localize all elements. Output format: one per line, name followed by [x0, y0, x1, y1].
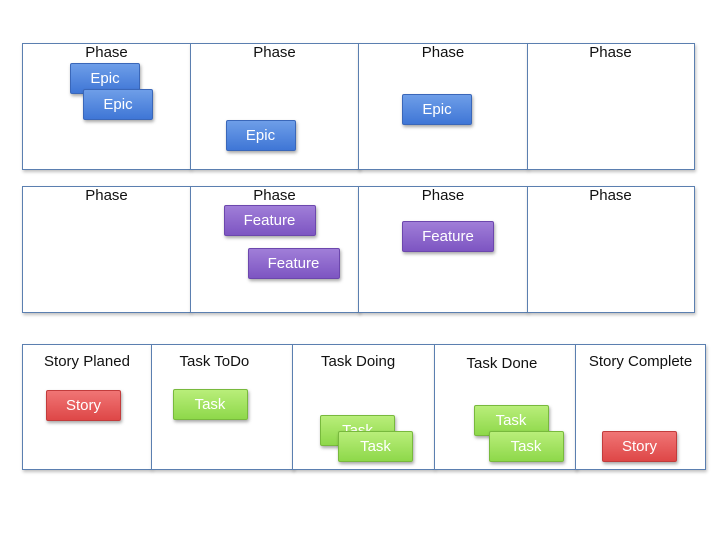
phase-column-2: Phase Epic [189, 43, 360, 170]
task-board-row: Story Planed Story Task ToDo Task Task D… [22, 344, 708, 470]
column-header: Task Doing [321, 353, 396, 370]
epic-card[interactable]: Epic [402, 94, 472, 125]
phase-header: Phase [85, 44, 128, 61]
phase-column-2: Phase Feature Feature [189, 186, 360, 313]
epic-card[interactable]: Epic [225, 120, 296, 151]
phase-column-4: Phase [526, 186, 695, 313]
phase-column-4: Phase [526, 43, 695, 170]
phase-header: Phase [589, 44, 632, 61]
phase-row-epics: Phase Epic Epic Phase Epic Phase Epic Ph… [22, 43, 696, 170]
task-card[interactable]: Task [338, 431, 413, 462]
phase-column-3: Phase Feature [358, 186, 528, 313]
phase-column-3: Phase Epic [358, 43, 528, 170]
epic-card[interactable]: Epic [83, 89, 153, 120]
task-card[interactable]: Task [172, 389, 248, 420]
phase-header: Phase [253, 187, 296, 204]
column-header: Task ToDo [179, 353, 250, 370]
column-header: Story Complete [588, 353, 693, 370]
epic-card[interactable]: Epic [70, 63, 140, 94]
phase-header: Phase [253, 44, 296, 61]
column-story-complete: Story Complete Story [575, 344, 706, 470]
phase-column-1: Phase [22, 186, 191, 313]
phase-column-1: Phase Epic Epic [22, 43, 191, 170]
story-card[interactable]: Story [602, 431, 677, 462]
phase-header: Phase [421, 44, 465, 61]
column-task-todo: Task ToDo Task [150, 344, 294, 470]
phase-header: Phase [85, 187, 128, 204]
story-card[interactable]: Story [46, 390, 121, 421]
feature-card[interactable]: Feature [247, 248, 340, 279]
phase-header: Phase [589, 187, 632, 204]
column-task-doing: Task Doing Task Task [292, 344, 435, 470]
column-header: Story Planed [44, 353, 130, 370]
column-task-done: Task Done Task Task [433, 344, 577, 470]
column-header: Task Done [466, 355, 538, 372]
task-card[interactable]: Task [473, 405, 549, 436]
task-card[interactable]: Task [488, 431, 564, 462]
feature-card[interactable]: Feature [402, 221, 494, 252]
feature-card[interactable]: Feature [223, 205, 316, 236]
column-story-planned: Story Planed Story [22, 344, 152, 470]
phase-row-features: Phase Phase Feature Feature Phase Featur… [22, 186, 696, 313]
phase-header: Phase [421, 187, 465, 204]
